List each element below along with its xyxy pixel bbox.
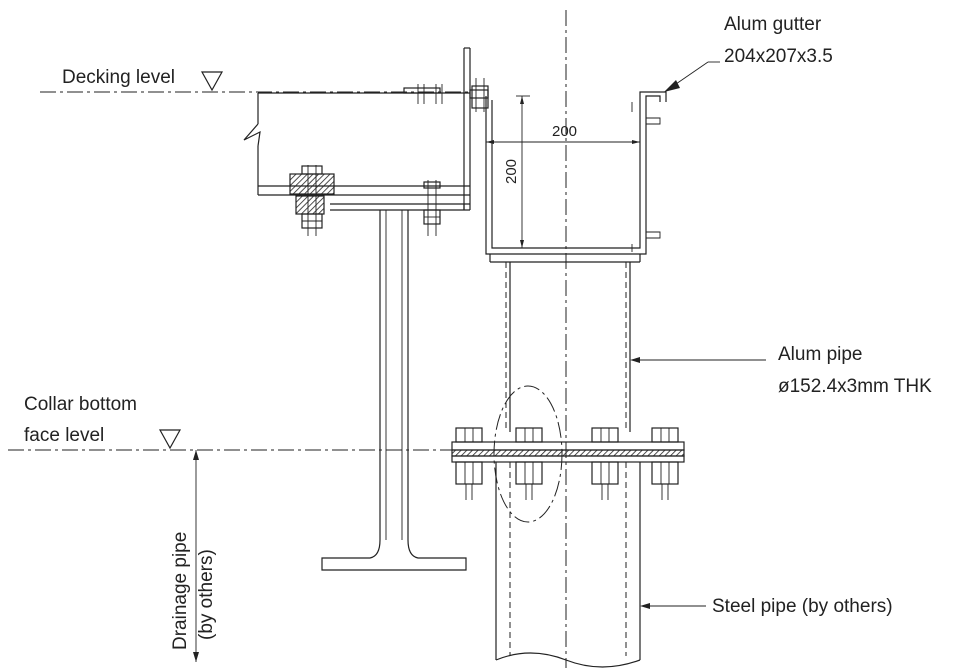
steel-pipe-label: Steel pipe (by others)	[712, 596, 893, 617]
detail-callout-ellipse	[493, 385, 563, 523]
alum-gutter-label-2: 204x207x3.5	[724, 46, 833, 67]
dimension-width	[486, 140, 640, 144]
dimension-height-label: 200	[503, 159, 520, 184]
collar-flange	[451, 441, 685, 463]
collar-label-1: Collar bottom	[24, 394, 137, 415]
decking-level-label: Decking level	[62, 67, 175, 88]
alum-pipe-label-1: Alum pipe	[778, 344, 863, 365]
i-beam-column	[321, 210, 467, 571]
collar-label-2: face level	[24, 425, 104, 446]
drainage-label-1: Drainage pipe	[170, 532, 191, 650]
steel-pipe-leader	[640, 603, 706, 609]
alum-pipe-leader	[630, 357, 766, 363]
deck-top-bolts	[403, 78, 489, 112]
gutter-leader	[664, 61, 720, 92]
steel-pipe	[495, 462, 641, 668]
drainage-dimension	[193, 450, 199, 662]
dimension-height	[516, 95, 530, 248]
drainage-label-2: (by others)	[196, 549, 217, 640]
collar-level-marker	[8, 429, 470, 451]
flange-bolt-1	[455, 427, 483, 500]
flange-bolt-4	[651, 427, 679, 500]
decking-level-marker	[40, 71, 470, 93]
alum-pipe	[505, 262, 631, 432]
beam-clamp-bolt	[289, 165, 441, 236]
alum-gutter	[485, 91, 667, 263]
dimension-width-label: 200	[552, 123, 577, 140]
flange-bolt-2	[515, 427, 543, 500]
alum-pipe-label-2: ø152.4x3mm THK	[778, 376, 932, 397]
flange-bolt-3	[591, 427, 619, 500]
alum-gutter-label-1: Alum gutter	[724, 14, 822, 35]
